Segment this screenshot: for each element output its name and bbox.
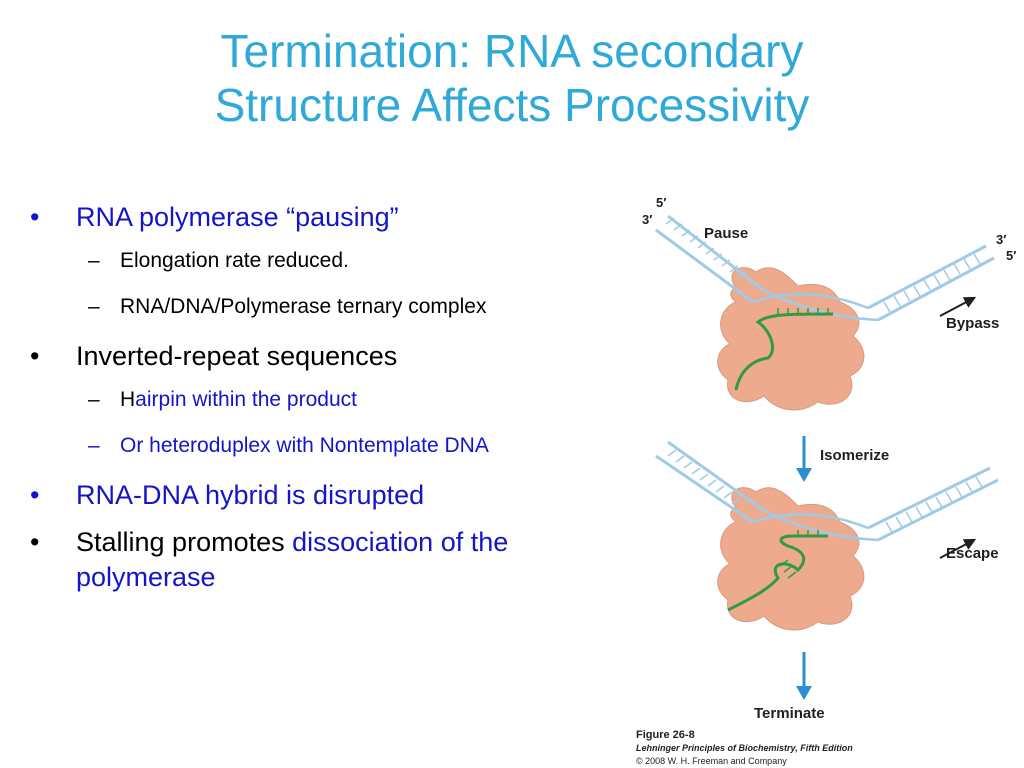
rna-hairpin xyxy=(727,534,828,612)
caption-book-title: Lehninger Principles of Biochemistry, Fi… xyxy=(636,743,853,753)
bullet-text: RNA polymerase “pausing” xyxy=(76,202,399,232)
bullet-prefix: Stalling promotes xyxy=(76,527,293,557)
bullet-highlight-2: polymerase xyxy=(76,562,216,592)
subbullet-text: Or heteroduplex with Nontemplate DNA xyxy=(120,434,489,457)
subbullet-hairpin: – Hairpin within the product xyxy=(30,386,630,413)
title-line-1: Termination: RNA secondary xyxy=(220,25,804,77)
polymerase-blob xyxy=(717,267,865,411)
dash-icon: – xyxy=(88,295,100,318)
dna-duplex-right xyxy=(867,244,995,322)
bypass-arrow xyxy=(939,296,977,317)
bullet-icon: • xyxy=(30,527,40,557)
polymerase-blob xyxy=(717,487,865,631)
slide-title: Termination: RNA secondary Structure Aff… xyxy=(0,24,1024,132)
caption-figure-number: Figure 26-8 xyxy=(636,729,695,741)
dna-duplex-left xyxy=(655,214,764,304)
subbullet-ternary-complex: – RNA/DNA/Polymerase ternary complex xyxy=(30,293,630,320)
subbullet-text: Elongation rate reduced. xyxy=(120,249,349,272)
isomerize-arrow xyxy=(796,436,812,482)
title-line-2: Structure Affects Processivity xyxy=(214,79,810,131)
bullet-stalling: • Stalling promotes dissociation of the … xyxy=(30,525,630,595)
bullet-hybrid-disrupted: • RNA-DNA hybrid is disrupted xyxy=(30,478,630,513)
bullet-text: Inverted-repeat sequences xyxy=(76,341,398,371)
subbullet-text: RNA/DNA/Polymerase ternary complex xyxy=(120,295,487,318)
caption-copyright: © 2008 W. H. Freeman and Company xyxy=(636,756,787,766)
terminate-arrow xyxy=(796,652,812,700)
subbullet-prefix: H xyxy=(120,388,136,411)
label-bypass: Bypass xyxy=(946,315,999,332)
dna-duplex-right xyxy=(867,466,999,542)
dash-icon: – xyxy=(88,249,100,272)
subbullet-heteroduplex: – Or heteroduplex with Nontemplate DNA xyxy=(30,432,630,459)
label-isomerize: Isomerize xyxy=(820,447,889,464)
label-5prime-top-left: 5′ xyxy=(656,195,666,210)
subbullet-highlight: airpin within the product xyxy=(135,388,357,411)
label-5prime-top-right: 5′ xyxy=(1006,248,1016,263)
label-3prime-top-left: 3′ xyxy=(642,212,652,227)
bullet-icon: • xyxy=(30,341,40,371)
bullet-inverted-repeat: • Inverted-repeat sequences xyxy=(30,339,630,374)
bullet-text: RNA-DNA hybrid is disrupted xyxy=(76,480,425,510)
dash-icon: – xyxy=(88,388,100,411)
dash-icon: – xyxy=(88,434,100,457)
pause-complex: 3′ 5′ Pause 3′ 5′ Bypass xyxy=(642,195,1016,411)
label-escape: Escape xyxy=(946,545,999,562)
label-3prime-top-right: 3′ xyxy=(996,232,1006,247)
bullet-highlight-1: dissociation of the xyxy=(292,527,509,557)
rna-strand xyxy=(734,312,834,391)
dna-duplex-left xyxy=(655,440,764,524)
escape-arrow xyxy=(939,538,977,559)
termination-figure: 3′ 5′ Pause 3′ 5′ Bypass Isomerize xyxy=(636,195,1016,766)
label-terminate: Terminate xyxy=(754,705,825,722)
label-pause: Pause xyxy=(704,225,748,242)
bullet-rna-polymerase-pausing: • RNA polymerase “pausing” xyxy=(30,200,630,235)
bullet-icon: • xyxy=(30,202,40,232)
escape-complex: Escape xyxy=(655,440,999,631)
bullet-icon: • xyxy=(30,480,40,510)
bullet-list: • RNA polymerase “pausing” – Elongation … xyxy=(30,200,630,607)
subbullet-elongation-rate: – Elongation rate reduced. xyxy=(30,247,630,274)
